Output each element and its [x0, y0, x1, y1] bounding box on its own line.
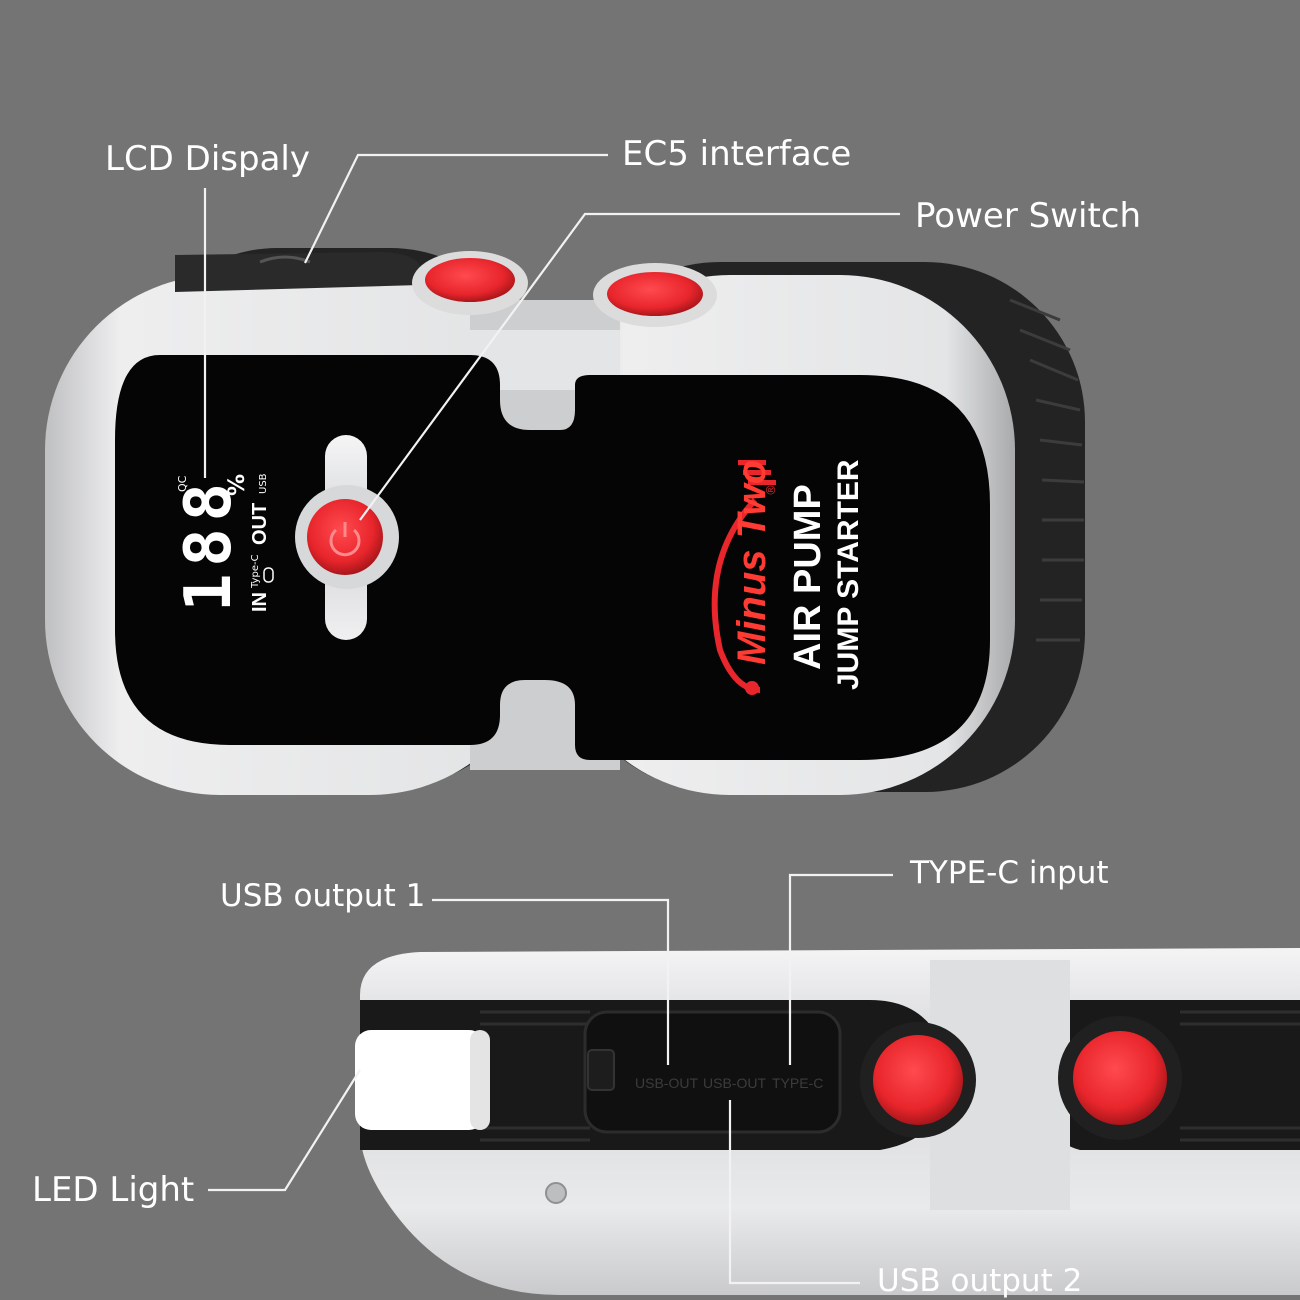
led-light-leader [208, 1069, 361, 1192]
usb-output-2-callout: USB output 2 [877, 1263, 1083, 1299]
right-top-red-button[interactable] [607, 272, 703, 316]
ec5-interface-leader [304, 153, 608, 264]
product-line-1: AIR PUMP [787, 484, 829, 670]
led-light [355, 1030, 485, 1130]
type-c-input-leader [788, 873, 893, 1065]
lcd-type-c-label: Type-C [250, 554, 261, 589]
logo-dot [745, 681, 759, 695]
top-port-cover [175, 252, 420, 292]
type-c-port-icon [263, 567, 274, 583]
registered-mark: ® [764, 484, 778, 496]
power-switch-leader [359, 212, 900, 521]
jump-starter-side-view: USB-OUT USB-OUT TYPE-C [355, 948, 1300, 1295]
logo-swoosh [711, 497, 761, 693]
brand-logo: Minus Two ® [711, 460, 778, 695]
lcd-usb-label: USB [258, 473, 269, 494]
screw-hole [545, 1182, 567, 1204]
usb-output-1-leader [432, 898, 670, 1065]
usb-out-port-label-2: USB-OUT [703, 1075, 766, 1091]
side-red-button-left[interactable] [873, 1035, 963, 1125]
lcd-display: 188 QC % USB OUT Type-C IN [172, 473, 274, 612]
ec5-interface-callout: EC5 interface [622, 134, 852, 174]
product-line-2: JUMP STARTER [832, 459, 865, 690]
port-cover[interactable] [583, 1010, 842, 1134]
led-light-edge [470, 1030, 490, 1130]
usb-output-2-leader [728, 1100, 860, 1285]
lcd-percent-label: % [225, 474, 250, 496]
leader-lines [203, 153, 900, 1285]
lcd-digits: 188 [172, 487, 246, 612]
usb-out-port-label-1: USB-OUT [635, 1075, 698, 1091]
lcd-out-label: OUT [249, 503, 271, 545]
ec5-interface-button[interactable] [425, 258, 515, 302]
rubber-ribs-right [1180, 1010, 1300, 1142]
type-c-port-label: TYPE-C [772, 1075, 823, 1091]
power-switch-callout: Power Switch [915, 196, 1142, 236]
power-icon [329, 522, 361, 557]
side-red-button-right[interactable] [1073, 1031, 1167, 1125]
rubber-ribs-left [480, 1010, 590, 1142]
jump-starter-front-view: 188 QC % USB OUT Type-C IN Minus Two ® A… [45, 248, 1085, 795]
lcd-display-callout: LCD Dispaly [105, 139, 310, 179]
lcd-qc-label: QC [176, 475, 189, 492]
port-cover-tab[interactable] [587, 1049, 615, 1091]
led-light-callout: LED Light [32, 1170, 195, 1210]
right-rubber-ribs [1009, 298, 1085, 642]
brand-logo-text: Minus Two [730, 460, 774, 665]
type-c-input-callout: TYPE-C input [910, 855, 1109, 891]
usb-output-1-callout: USB output 1 [220, 878, 426, 914]
lcd-in-label: IN [249, 592, 271, 612]
logo-stripes [738, 460, 776, 485]
